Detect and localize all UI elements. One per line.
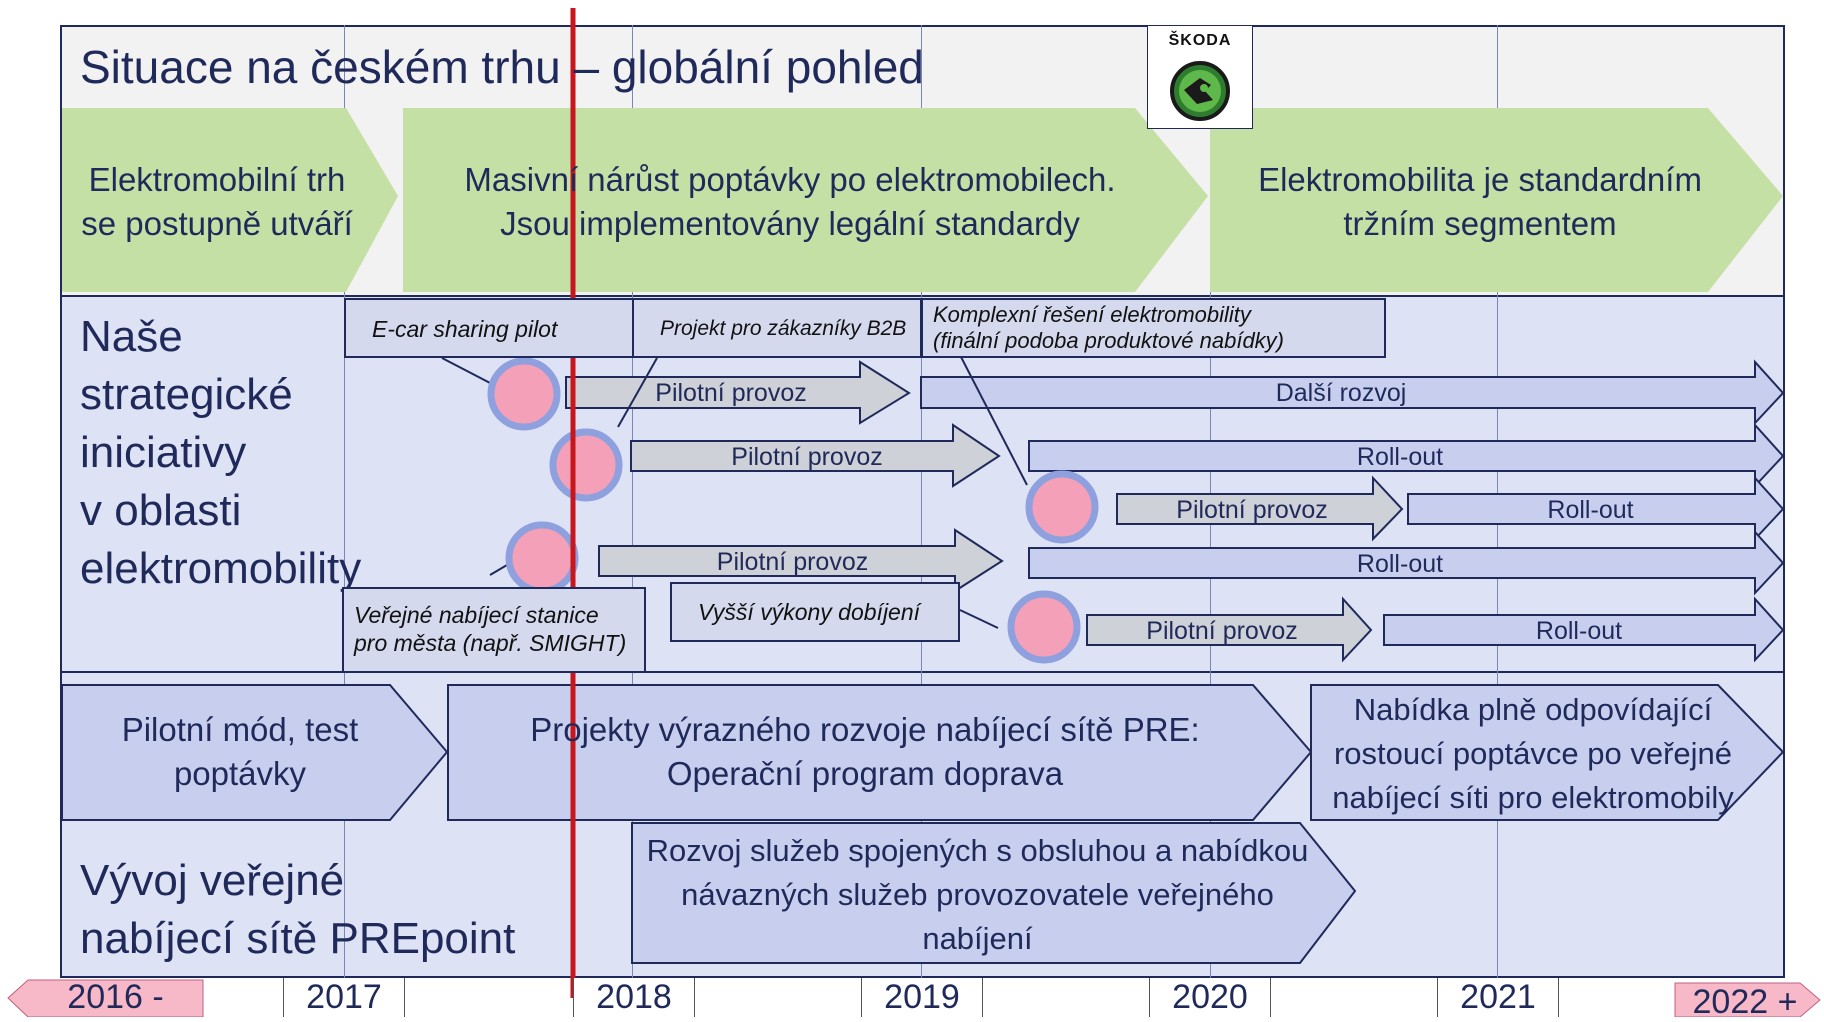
market-phase-1-line1: Elektromobilní trh — [88, 161, 346, 198]
network-phase-3-line2: rostoucí poptávce po veřejné — [1333, 736, 1733, 771]
grid-line-2019 — [921, 25, 922, 978]
charging-network-label: Vývoj veřejné nabíjecí sítě PREpoint — [80, 852, 515, 968]
pilot-arrow-5-label: Pilotní provoz — [1146, 617, 1298, 645]
year-2022-arrow — [1674, 982, 1821, 1017]
network-phase-2-line1: Projekty výrazného rozvoje nabíjecí sítě… — [530, 711, 1200, 748]
milestone-marker — [1025, 470, 1099, 544]
network-phase-3-line3: nabíjecí síti pro elektromobily — [1332, 780, 1734, 815]
network-phase-1-line2: poptávky — [173, 755, 307, 792]
pilot-arrow-2 — [630, 423, 1001, 488]
rollout-arrow-3 — [1407, 475, 1785, 542]
initiative-box-komplexni-reseni: Komplexní řešení elektromobility (fináln… — [921, 298, 1386, 358]
network-phase-1-line1: Pilotní mód, test — [121, 711, 359, 748]
page-title: Situace na českém trhu – globální pohled — [80, 41, 924, 93]
initiative-box-vyssi-vykony: Vyšší výkony dobíjení — [670, 582, 960, 642]
network-label-line: nabíjecí sítě PREpoint — [80, 914, 516, 963]
market-phase-3-text: Elektromobilita je standardním tržním se… — [1220, 158, 1740, 246]
services-line1: Rozvoj služeb spojených s obsluhou a nab… — [646, 833, 1309, 868]
pilot-arrow-3-label: Pilotní provoz — [1176, 496, 1328, 524]
market-phase-1-arrow — [62, 108, 398, 292]
network-phase-1-text: Pilotní mód, test poptávky — [70, 708, 410, 796]
network-phase-2-text: Projekty výrazného rozvoje nabíjecí sítě… — [460, 708, 1270, 796]
initiative-box-text: Projekt pro zákazníky B2B — [660, 317, 907, 340]
pilot-arrow-5 — [1086, 596, 1373, 663]
initiative-box-ecar-sharing: E-car sharing pilot — [344, 298, 634, 358]
strategic-initiatives-label: Naše strategické iniciativy v oblasti el… — [80, 308, 361, 598]
network-phase-2-arrow — [447, 684, 1313, 821]
network-phase-1-arrow — [61, 684, 449, 821]
milestone-marker — [505, 521, 579, 595]
pilot-arrow-4 — [598, 528, 1004, 593]
market-phase-2-text: Masivní nárůst poptávky po elektromobile… — [420, 158, 1160, 246]
market-phase-2-line2: Jsou implementovány legální standardy — [500, 205, 1080, 242]
pilot-arrow-3 — [1116, 475, 1404, 542]
market-phase-2-line1: Masivní nárůst poptávky po elektromobile… — [464, 161, 1116, 198]
network-phase-3-text: Nabídka plně odpovídající rostoucí poptá… — [1318, 688, 1748, 820]
rollout-arrow-4 — [1028, 529, 1785, 596]
market-phase-3-line1: Elektromobilita je standardním — [1258, 161, 1702, 198]
rollout-arrow-2-label: Roll-out — [1356, 443, 1444, 471]
rollout-arrow-5-label: Roll-out — [1535, 617, 1623, 645]
rollout-arrow-4-label: Roll-out — [1356, 550, 1444, 578]
strategic-label-line: iniciativy — [80, 428, 247, 477]
market-phase-1-text: Elektromobilní trh se postupně utváří — [62, 158, 372, 246]
market-phase-1-line2: se postupně utváří — [81, 205, 353, 242]
pilot-arrow-1 — [565, 360, 911, 425]
network-phase-3-line1: Nabídka plně odpovídající — [1353, 692, 1713, 727]
logo-brand-text: ŠKODA — [1168, 32, 1232, 49]
initiative-box-b2b: Projekt pro zákazníky B2B — [632, 298, 922, 358]
milestone-marker — [549, 428, 623, 502]
dalsi-rozvoj-label: Další rozvoj — [1275, 379, 1407, 407]
year-label: 2018 — [573, 978, 695, 1017]
market-phase-2-arrow — [403, 108, 1208, 292]
pilot-arrow-4-label: Pilotní provoz — [716, 548, 869, 576]
year-label: 2021 — [1437, 978, 1559, 1017]
network-phase-3-arrow — [1310, 684, 1785, 821]
services-line2: návazných služeb provozovatele veřejného — [681, 877, 1274, 912]
dalsi-rozvoj-arrow — [920, 359, 1785, 426]
network-label-line: Vývoj veřejné — [80, 856, 345, 905]
year-label: 2017 — [283, 978, 405, 1017]
pilot-arrow-1-label: Pilotní provoz — [655, 379, 807, 407]
initiative-box-text: pro města (např. SMIGHT) — [354, 630, 627, 656]
year-2016-arrow — [7, 979, 204, 1017]
milestone-marker — [1007, 590, 1081, 664]
initiative-box-text: E-car sharing pilot — [372, 316, 558, 342]
initiative-box-text: Veřejné nabíjecí stanice — [354, 602, 599, 628]
strategic-label-line: v oblasti — [80, 486, 242, 535]
year-label: 2019 — [861, 978, 983, 1017]
strategic-label-line: strategické — [80, 370, 293, 419]
milestone-marker — [487, 357, 561, 431]
year-label: 2022 + — [1692, 983, 1798, 1021]
grid-line-2017 — [344, 25, 345, 978]
grid-line-2018 — [632, 25, 633, 978]
initiative-box-text: Komplexní řešení elektromobility — [933, 302, 1251, 327]
market-phase-3-arrow — [1210, 108, 1783, 292]
initiative-box-text: Vyšší výkony dobíjení — [698, 599, 921, 625]
services-arrow-text: Rozvoj služeb spojených s obsluhou a nab… — [640, 829, 1315, 961]
skoda-arrow-logo-icon — [1170, 61, 1230, 121]
initiative-box-verejne-stanice: Veřejné nabíjecí stanice pro města (např… — [342, 587, 646, 673]
strategic-label-line: Naše — [80, 312, 183, 361]
network-phase-2-line2: Operační program doprava — [666, 755, 1064, 792]
services-arrow — [631, 822, 1357, 964]
year-label: 2016 - — [67, 978, 164, 1016]
strategic-label-line: elektromobility — [80, 544, 362, 593]
rollout-arrow-2 — [1028, 422, 1785, 489]
initiative-box-text: (finální podoba produktové nabídky) — [933, 328, 1285, 353]
market-phase-3-line2: tržním segmentem — [1343, 205, 1617, 242]
rollout-arrow-3-label: Roll-out — [1547, 496, 1634, 524]
skoda-logo: ŠKODA — [1147, 25, 1253, 129]
year-label: 2020 — [1149, 978, 1271, 1017]
pilot-arrow-2-label: Pilotní provoz — [731, 443, 883, 471]
services-line3: nabíjení — [922, 921, 1033, 956]
rollout-arrow-5 — [1383, 596, 1785, 663]
